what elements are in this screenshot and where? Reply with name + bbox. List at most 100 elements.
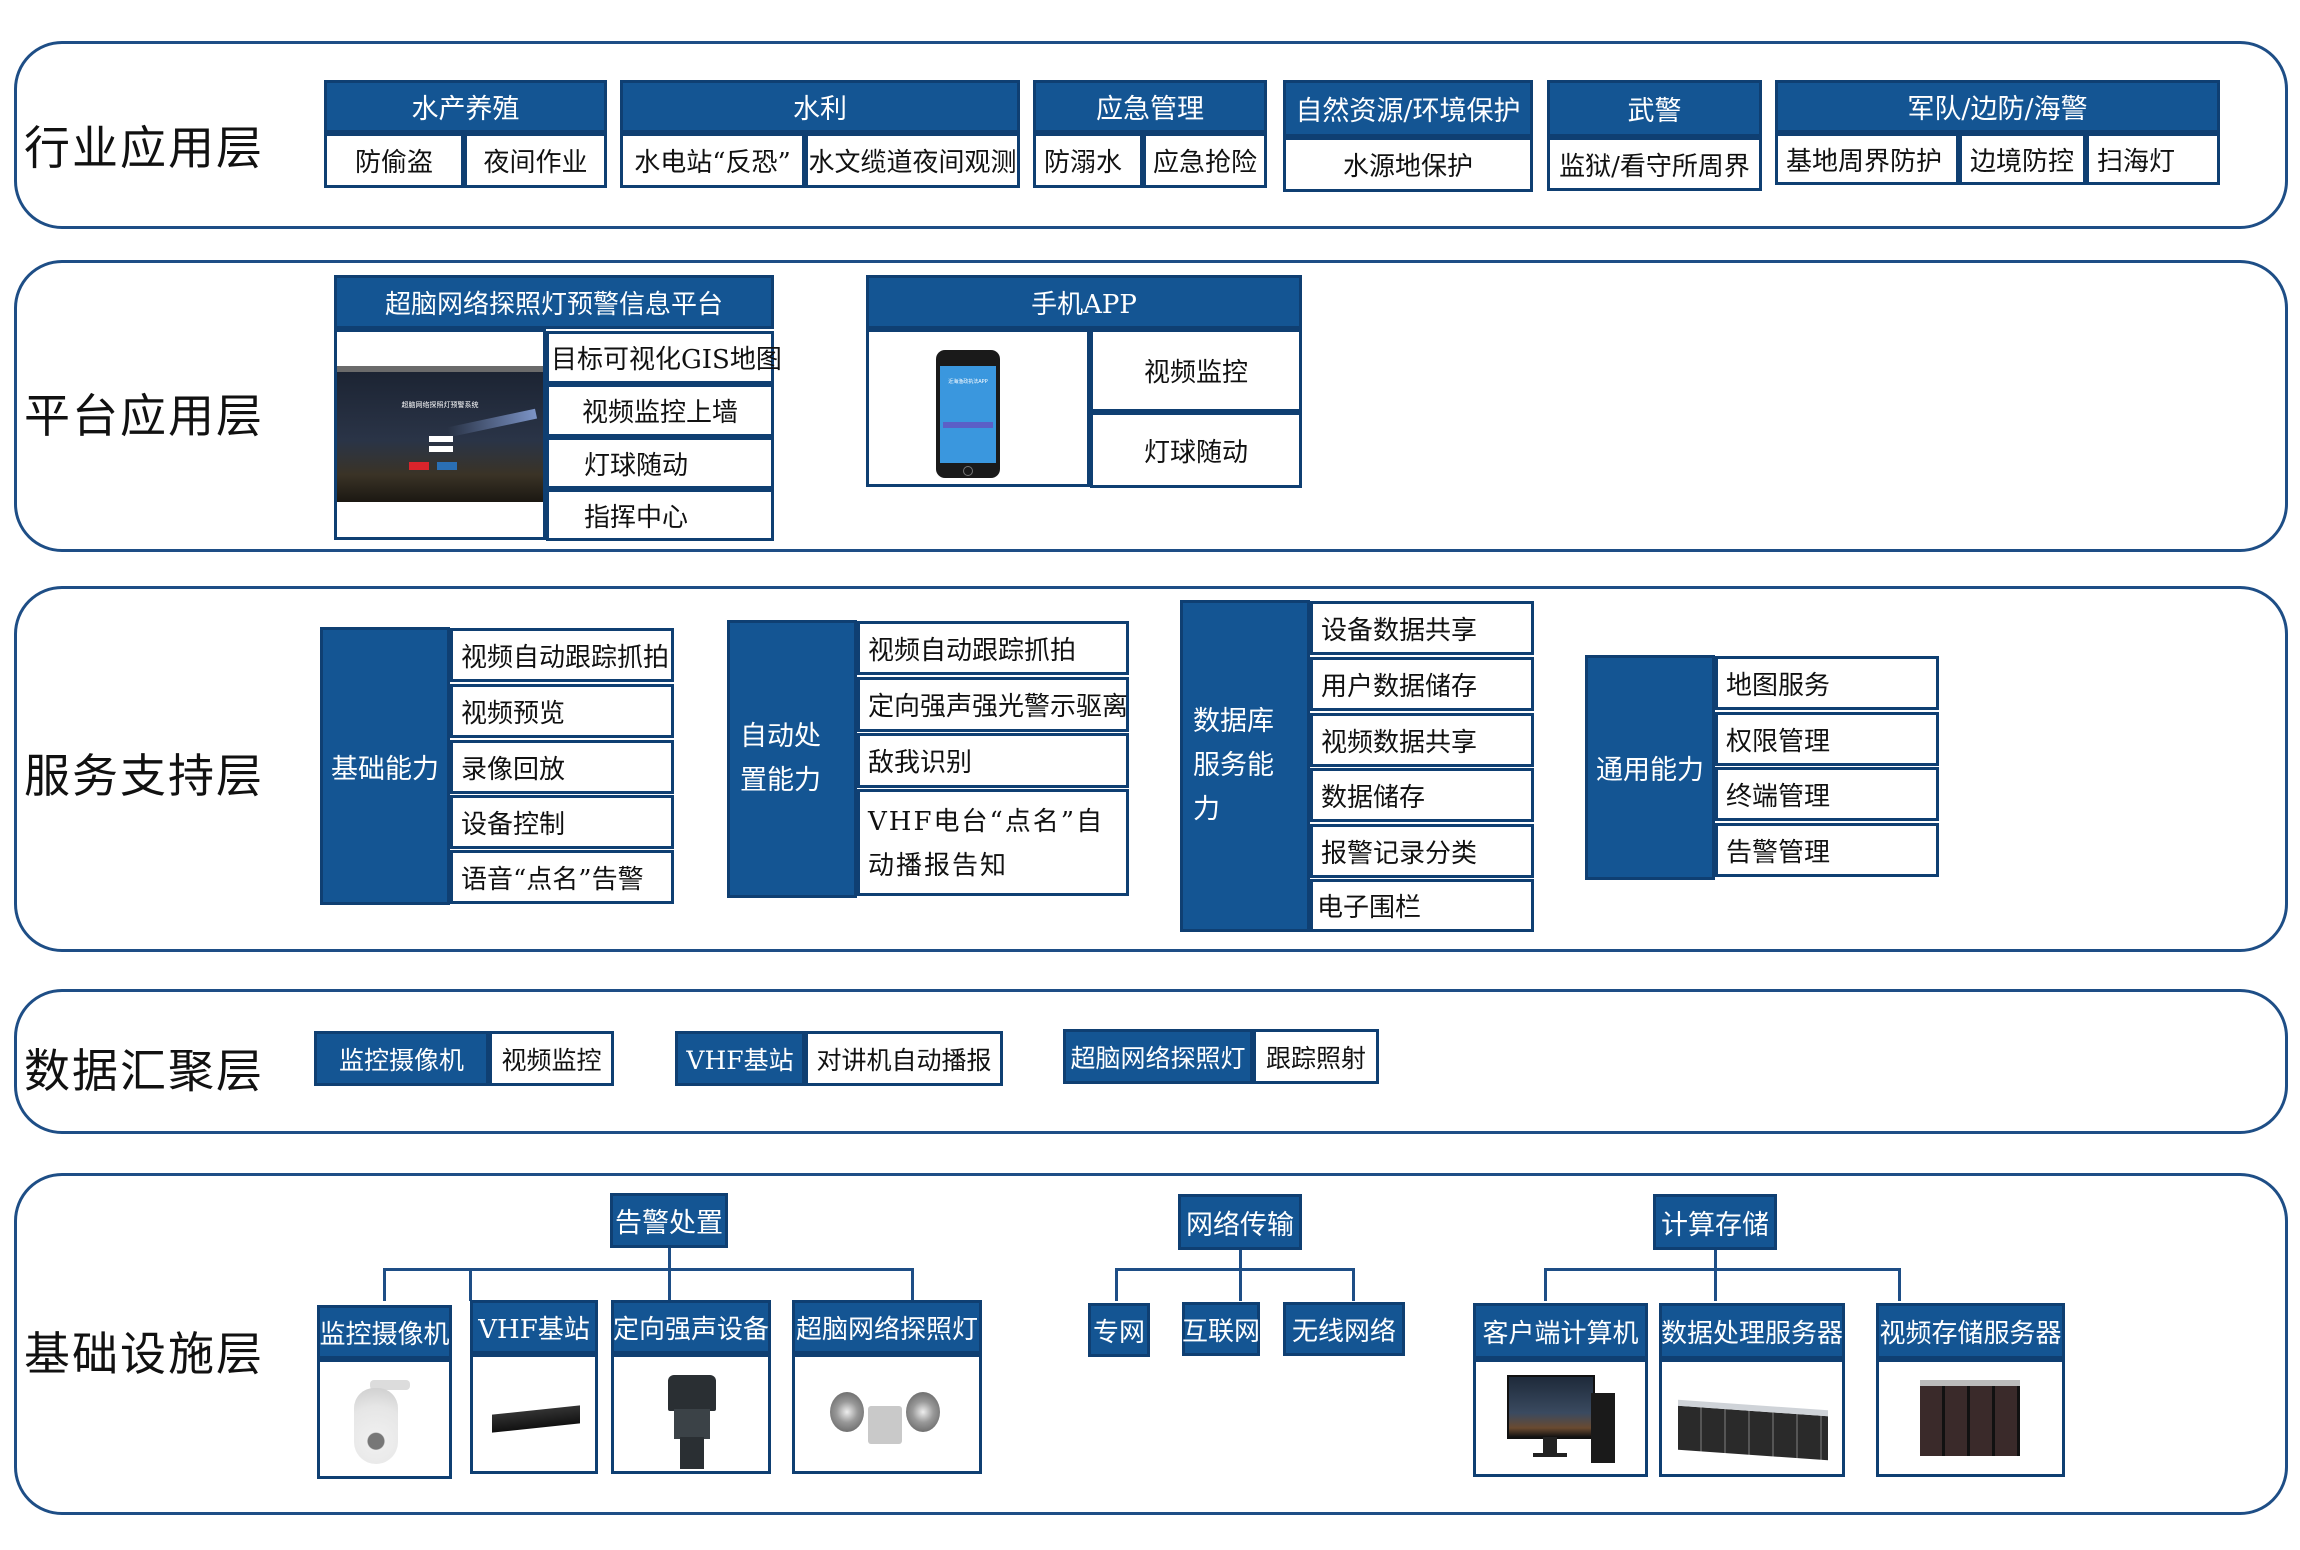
service-item: 电子围栏 <box>1310 879 1534 932</box>
service-item: 地图服务 <box>1715 656 1939 710</box>
service-group-header: 自动处置能力 <box>727 620 857 898</box>
tree-connector <box>1544 1268 1900 1271</box>
tree-connector <box>1714 1268 1717 1301</box>
industry-item: 监狱/看守所周界 <box>1547 137 1762 191</box>
video-storage-server-image-frame <box>1876 1359 2065 1477</box>
industry-group-header: 军队/边防/海警 <box>1775 80 2220 133</box>
tree-connector <box>668 1248 671 1270</box>
mobile-app-item: 视频监控 <box>1090 329 1302 412</box>
service-item: 定向强声强光警示驱离 <box>857 677 1129 732</box>
service-group-header: 基础能力 <box>320 627 450 905</box>
industry-item: 防偷盗 <box>324 133 464 188</box>
tree-connector <box>383 1268 386 1301</box>
tree-connector <box>1714 1250 1717 1270</box>
industry-item: 夜间作业 <box>464 133 607 188</box>
layer-title-platform: 平台应用层 <box>24 389 264 443</box>
phone-home-button <box>963 466 973 476</box>
industry-item: 基地周界防护 <box>1775 133 1959 185</box>
infra-child: VHF基站 <box>470 1300 598 1354</box>
login-username-field <box>429 436 453 442</box>
acoustic-device-image <box>662 1375 722 1470</box>
tree-connector <box>1898 1268 1901 1301</box>
industry-item: 水源地保护 <box>1283 137 1533 192</box>
service-item: 用户数据储存 <box>1310 657 1534 711</box>
web-platform-item: 指挥中心 <box>546 489 774 541</box>
tree-connector <box>1239 1250 1242 1270</box>
service-item: 终端管理 <box>1715 767 1939 821</box>
data-source: 超脑网络探照灯 <box>1063 1029 1253 1084</box>
infra-child: 超脑网络探照灯 <box>792 1300 982 1354</box>
service-item: 敌我识别 <box>857 733 1129 788</box>
service-item: 权限管理 <box>1715 712 1939 766</box>
industry-item: 防溺水 <box>1033 133 1143 188</box>
mobile-app-item: 灯球随动 <box>1090 412 1302 488</box>
tree-connector <box>1352 1268 1355 1301</box>
infra-child: 专网 <box>1088 1303 1150 1357</box>
infra-root: 计算存储 <box>1653 1194 1777 1250</box>
ptz-camera-image <box>350 1380 420 1468</box>
infra-child: 无线网络 <box>1283 1302 1405 1356</box>
login-password-field <box>429 446 453 452</box>
infra-child: 数据处理服务器 <box>1659 1303 1845 1359</box>
service-item: 设备数据共享 <box>1310 601 1534 655</box>
infra-child: 监控摄像机 <box>317 1305 452 1359</box>
service-item: 视频自动跟踪抓拍 <box>450 628 674 682</box>
data-function: 跟踪照射 <box>1253 1029 1379 1084</box>
tree-connector <box>1115 1268 1118 1301</box>
industry-item: 扫海灯 <box>2086 133 2220 185</box>
infra-child: 定向强声设备 <box>611 1300 771 1354</box>
service-item: 视频数据共享 <box>1310 713 1534 767</box>
layer-title-infra: 基础设施层 <box>24 1327 264 1381</box>
web-platform-header: 超脑网络探照灯预警信息平台 <box>334 275 774 329</box>
reset-button <box>437 462 457 470</box>
service-item: 录像回放 <box>450 740 674 794</box>
infra-root: 告警处置 <box>610 1193 728 1248</box>
service-item: 视频自动跟踪抓拍 <box>857 621 1129 675</box>
infra-child: 客户端计算机 <box>1473 1303 1648 1359</box>
web-platform-screenshot: 超脑网络探照灯预警系统 <box>337 366 543 502</box>
phone-app-title: 近海渔政执法APP <box>948 379 988 385</box>
data-function: 视频监控 <box>489 1031 614 1086</box>
service-item: 报警记录分类 <box>1310 824 1534 878</box>
data-source: VHF基站 <box>675 1031 805 1086</box>
infra-root: 网络传输 <box>1178 1194 1302 1250</box>
phone-screen: 近海渔政执法APP <box>940 366 996 463</box>
tree-connector <box>383 1268 912 1271</box>
industry-item: 应急抢险 <box>1143 133 1267 188</box>
login-button <box>409 462 429 470</box>
industry-item: 水文缆道夜间观测 <box>805 133 1020 188</box>
data-function: 对讲机自动播报 <box>805 1031 1003 1086</box>
service-item: 数据储存 <box>1310 768 1534 822</box>
phone-login-button <box>943 422 993 428</box>
tree-connector <box>668 1268 671 1301</box>
industry-group-header: 水利 <box>620 80 1020 133</box>
data-source: 监控摄像机 <box>314 1031 489 1086</box>
service-group-header: 数据库服务能力 <box>1180 600 1310 932</box>
service-item: 视频预览 <box>450 684 674 738</box>
tree-connector <box>1239 1268 1242 1301</box>
web-platform-item: 目标可视化GIS地图 <box>546 331 782 384</box>
data-processing-server-image <box>1678 1399 1828 1461</box>
industry-group-header: 武警 <box>1547 80 1762 137</box>
searchlight-image <box>830 1390 942 1450</box>
mobile-app-header: 手机APP <box>866 275 1302 329</box>
searchlight-beam <box>446 408 538 438</box>
industry-item: 水电站“反恐” <box>620 133 805 188</box>
layer-title-data: 数据汇聚层 <box>24 1044 264 1098</box>
tree-connector <box>1544 1268 1547 1301</box>
video-storage-server-image <box>1920 1380 2020 1456</box>
industry-group-header: 自然资源/环境保护 <box>1283 80 1533 137</box>
service-group-header: 通用能力 <box>1585 655 1715 880</box>
screenshot-title: 超脑网络探照灯预警系统 <box>401 401 479 409</box>
service-item: VHF电台“点名”自动播报告知 <box>857 789 1129 896</box>
service-item: 语音“点名”告警 <box>450 850 674 904</box>
service-item: 设备控制 <box>450 795 674 849</box>
tree-connector <box>1115 1268 1355 1271</box>
industry-item: 边境防控 <box>1959 133 2086 185</box>
web-platform-item: 视频监控上墙 <box>546 384 774 437</box>
layer-title-service: 服务支持层 <box>24 749 264 803</box>
service-item: 告警管理 <box>1715 823 1939 877</box>
web-platform-item: 灯球随动 <box>546 437 774 489</box>
industry-group-header: 水产养殖 <box>324 80 607 133</box>
tree-connector <box>911 1268 914 1301</box>
